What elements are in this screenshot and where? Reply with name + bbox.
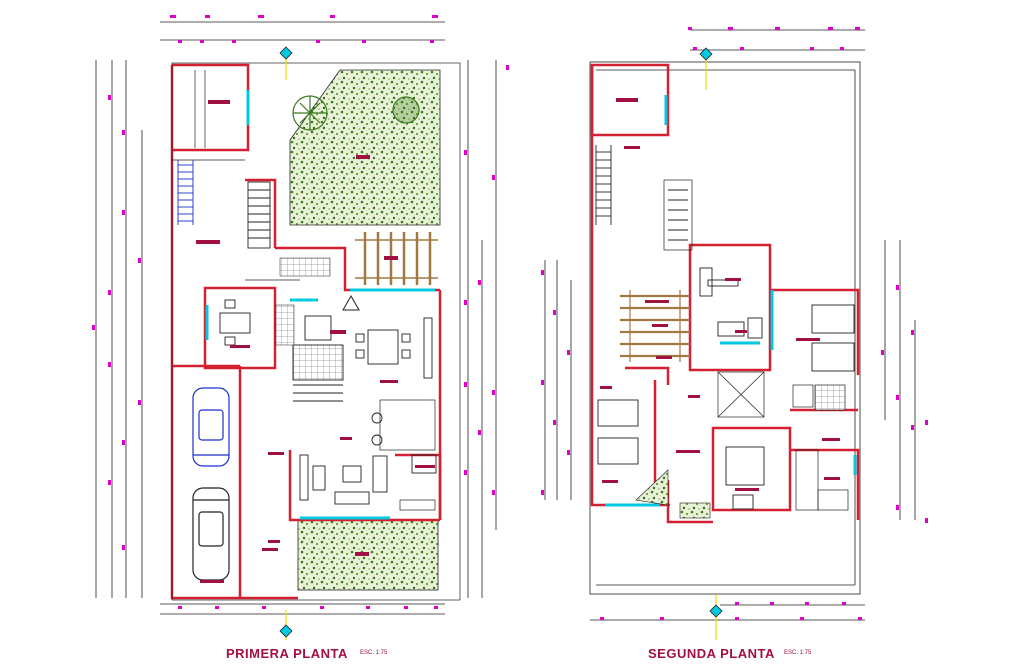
segunda-planta: [541, 27, 928, 640]
plan-scale-primera: ESC. 1:75: [360, 650, 388, 656]
plan-scale-segunda: ESC. 1:75: [784, 650, 812, 656]
plan-title-segunda: SEGUNDA PLANTA: [648, 646, 775, 661]
room-labels-1: [196, 100, 435, 583]
car-icon-1: [192, 387, 230, 467]
primera-planta: [92, 15, 509, 640]
stairs-2-left: [595, 145, 688, 241]
stairs-1-blue: [177, 160, 194, 225]
stairs-1-main: [247, 181, 344, 402]
garden-top: [289, 69, 441, 226]
axis-markers-2: [699, 47, 723, 640]
car-icon-2: [192, 487, 230, 581]
kitchen-tiles: [279, 257, 331, 277]
dimension-lines-1: [95, 21, 497, 615]
north-arrow-1: [342, 294, 360, 311]
interior-lines-2: [663, 179, 849, 511]
dimension-marks-1: [92, 15, 509, 609]
plan-title-primera: PRIMERA PLANTA: [226, 646, 348, 661]
planter-2a: [635, 469, 669, 506]
tree-icons: [292, 95, 420, 131]
terrace-outline: [589, 61, 861, 595]
windows-2: [605, 95, 857, 507]
interior-lines-1: [171, 62, 461, 601]
pergola-2: [620, 290, 690, 362]
axis-markers-1: [279, 46, 293, 640]
room-labels-2: [600, 98, 840, 491]
furniture-1: [219, 299, 437, 505]
service-tiles: [275, 304, 295, 346]
windows-1: [205, 90, 435, 520]
planter-2b: [679, 502, 711, 519]
dimension-lines-2: [544, 29, 916, 621]
furniture-2: [597, 267, 855, 510]
dimension-marks-2: [541, 27, 928, 620]
